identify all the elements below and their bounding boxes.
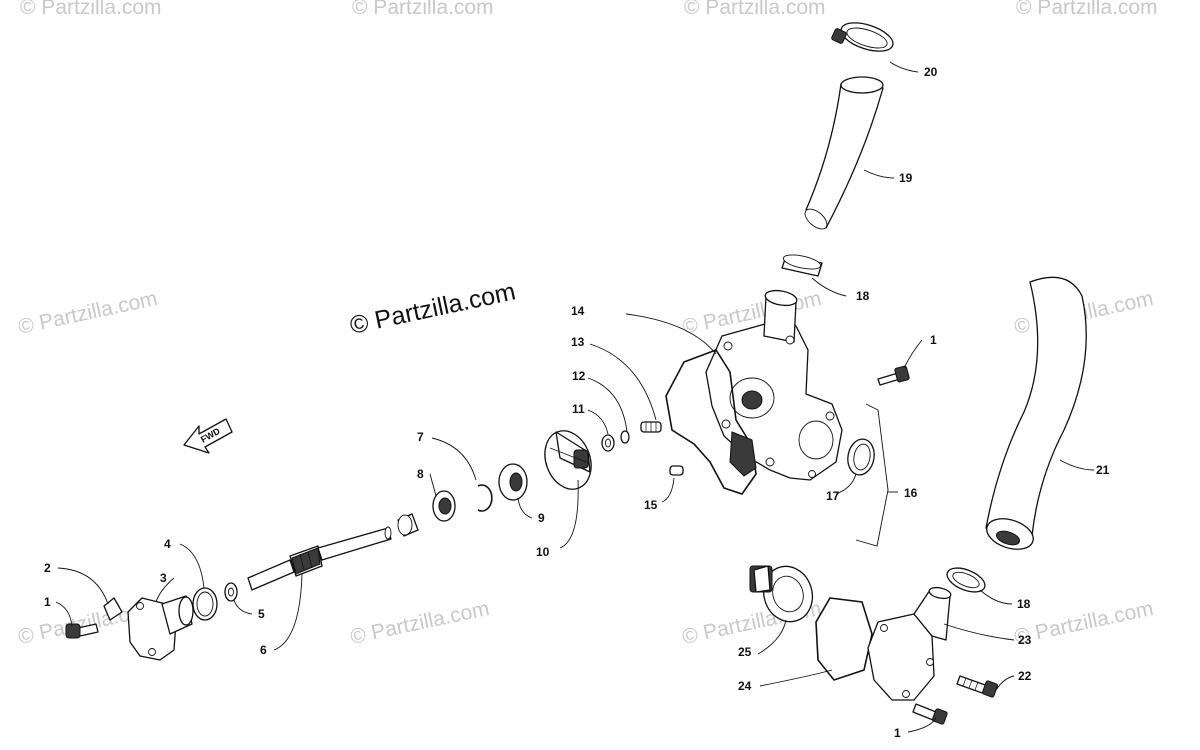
fwd-arrow-icon: FWD bbox=[183, 418, 233, 454]
callout-5: 5 bbox=[258, 607, 265, 621]
watermark-layer: © Partzilla.com © Partzilla.com © Partzi… bbox=[16, 0, 1157, 649]
part-11-washer bbox=[620, 430, 630, 444]
part-8-bearing bbox=[432, 490, 456, 522]
callout-14: 14 bbox=[571, 304, 585, 318]
part-22-bolt bbox=[956, 675, 998, 698]
callout-8: 8 bbox=[417, 467, 424, 481]
callout-1-lower: 1 bbox=[894, 726, 901, 740]
watermark: © Partzilla.com bbox=[16, 287, 159, 339]
part-1-screw-left bbox=[65, 623, 99, 639]
part-10-impeller bbox=[544, 430, 592, 490]
callout-24: 24 bbox=[738, 679, 752, 693]
leader-lines bbox=[55, 61, 1095, 733]
callout-9: 9 bbox=[538, 511, 545, 525]
callout-12: 12 bbox=[572, 369, 586, 383]
callout-1-upper: 1 bbox=[930, 333, 937, 347]
callout-25: 25 bbox=[738, 645, 752, 659]
callout-15: 15 bbox=[644, 498, 658, 512]
callout-4: 4 bbox=[164, 537, 171, 551]
part-17-o-ring bbox=[847, 438, 875, 476]
callout-1-left: 1 bbox=[44, 595, 51, 609]
callout-21: 21 bbox=[1096, 463, 1110, 477]
part-13-pump-gasket bbox=[665, 349, 757, 495]
callout-18-lower: 18 bbox=[1017, 597, 1031, 611]
part-5-washer bbox=[224, 582, 238, 602]
part-4-o-ring bbox=[192, 587, 218, 621]
callout-13: 13 bbox=[571, 335, 585, 349]
part-19-upper-hose bbox=[804, 76, 884, 230]
part-24-thermostat-gasket bbox=[815, 597, 873, 681]
part-7-snap-ring bbox=[477, 484, 493, 512]
part-12-bolt bbox=[640, 421, 662, 433]
watermark: © Partzilla.com bbox=[352, 0, 494, 19]
part-1-screw-lower bbox=[912, 703, 948, 725]
callout-6: 6 bbox=[260, 643, 267, 657]
callout-22: 22 bbox=[1018, 669, 1032, 683]
callout-3: 3 bbox=[160, 571, 167, 585]
watermark: © Partzilla.com bbox=[348, 597, 491, 649]
shaft-spacer bbox=[397, 513, 419, 537]
callout-16: 16 bbox=[904, 486, 918, 500]
callout-18-upper: 18 bbox=[856, 289, 870, 303]
main-watermark: © Partzilla.com bbox=[347, 277, 518, 339]
part-23-thermostat-housing bbox=[867, 586, 952, 701]
callout-10: 10 bbox=[536, 545, 550, 559]
part-18-hose-clamp-lower bbox=[946, 567, 986, 593]
callout-23: 23 bbox=[1018, 633, 1032, 647]
callout-11: 11 bbox=[572, 402, 585, 416]
watermark: © Partzilla.com bbox=[20, 0, 162, 19]
part-2-clip bbox=[103, 597, 123, 621]
callout-labels: 20 19 18 14 13 12 11 1 7 8 9 10 15 17 16… bbox=[44, 65, 1110, 740]
callout-7: 7 bbox=[417, 430, 424, 444]
watermark: © Partzilla.com bbox=[1012, 597, 1155, 649]
part-18-hose-clamp-upper bbox=[781, 254, 823, 277]
callout-17: 17 bbox=[826, 489, 840, 503]
part-25-thermostat bbox=[749, 565, 814, 623]
part-6-pump-shaft bbox=[247, 526, 392, 591]
part-3-pump-cover bbox=[127, 595, 194, 661]
part-1-screw-upper bbox=[877, 365, 910, 386]
part-9-mechanical-seal bbox=[498, 463, 528, 501]
callout-19: 19 bbox=[899, 171, 913, 185]
callout-2: 2 bbox=[44, 561, 51, 575]
part-15-dowel-pin bbox=[669, 465, 684, 476]
callout-20: 20 bbox=[924, 65, 938, 79]
part-20-hose-clamp bbox=[831, 22, 894, 52]
watermark: © Partzilla.com bbox=[684, 0, 826, 19]
part-16-group-bracket bbox=[855, 403, 889, 547]
watermark: © Partzilla.com bbox=[1016, 0, 1158, 19]
part-21-lower-hose bbox=[985, 276, 1087, 550]
part-10-washer bbox=[601, 434, 615, 452]
